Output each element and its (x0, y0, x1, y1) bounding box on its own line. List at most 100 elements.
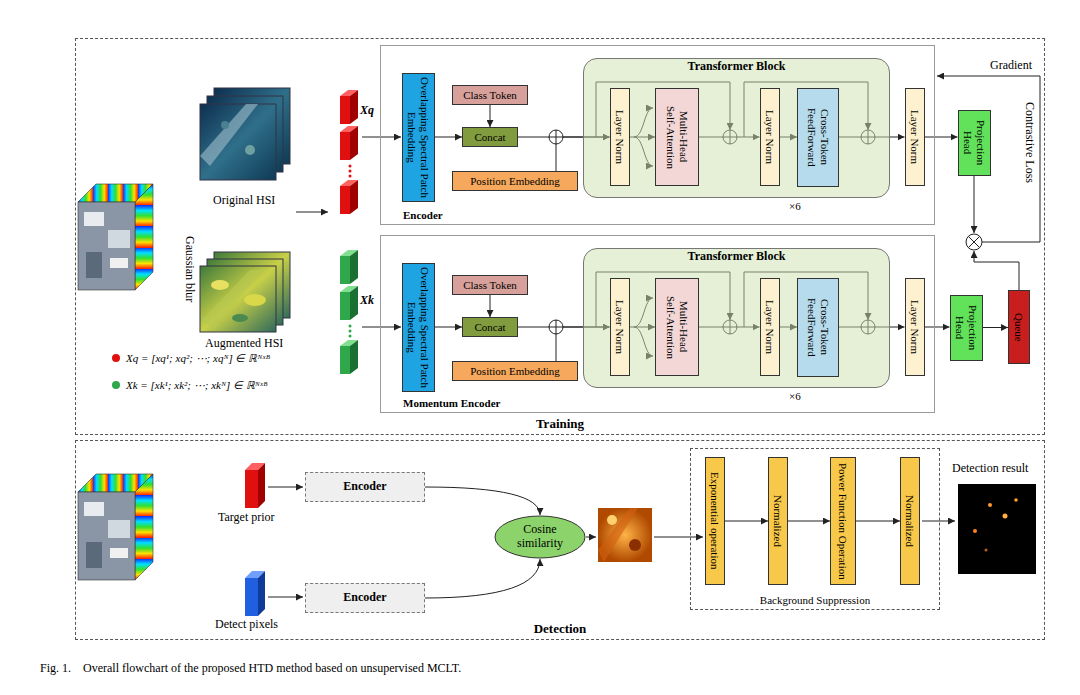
box-label: Encoder (403, 209, 443, 222)
figure-label: Contrastive Loss (1022, 102, 1036, 183)
embedding-box: Position Embedding (452, 171, 578, 191)
token-box: Class Token (452, 275, 528, 295)
figure-label: Gradient (990, 59, 1032, 73)
box-label: Power Function Operation (837, 463, 850, 580)
attention-box: Multi-Head Self-Attention (655, 88, 699, 186)
illustration-part (221, 121, 229, 129)
figure-label: Xk (360, 294, 374, 308)
illustration-part (974, 251, 1019, 290)
operation-box: Power Function Operation (830, 457, 856, 585)
embedding-box: Overlapping Spectral Patch Embedding (402, 263, 435, 392)
detection-map (958, 484, 1036, 574)
concat-box: Concat (462, 127, 518, 147)
illustration-part (362, 137, 401, 138)
box-label: Queue (1013, 313, 1026, 342)
illustration-part (973, 529, 977, 533)
box-label: Position Embedding (470, 365, 560, 378)
box-label: Multi-Head Self-Attention (664, 293, 689, 361)
concat-box: Concat (462, 317, 518, 337)
box-label: Position Embedding (470, 175, 560, 188)
illustration-part (245, 470, 258, 508)
illustration-part (974, 175, 975, 233)
figure-label: Xq (360, 104, 374, 118)
augmented-hsi-image (200, 252, 290, 332)
feedforward-box: Cross-Token FeedForward (797, 278, 839, 377)
illustration-part (340, 126, 358, 160)
similarity-ellipse: Cosine similarity (494, 515, 586, 559)
norm-box: Layer Norm (610, 278, 630, 376)
illustration-part (586, 537, 596, 538)
box-label: Momentum Encoder (403, 397, 500, 410)
illustration-part (607, 515, 617, 525)
box-label: Projection Head (961, 113, 986, 173)
illustration-part (966, 234, 982, 250)
illustration-part (258, 463, 265, 508)
box-label: Exponential operation (709, 472, 722, 569)
illustration-part (629, 539, 641, 551)
illustration-part (1003, 514, 1008, 519)
stage-region: DetectionEncoderEncoderCosine similarity… (75, 440, 1045, 640)
connector-arrow (425, 559, 540, 598)
box-label: Layer Norm (613, 110, 626, 164)
box-label: Layer Norm (908, 110, 921, 164)
box-label: Transformer Block (584, 250, 889, 264)
illustration-part (268, 487, 303, 488)
illustration-part (349, 335, 352, 338)
stage-region: TrainingEncoderOverlapping Spectral Patc… (75, 38, 1045, 435)
box-label: Transformer Block (584, 60, 889, 74)
box-label: Cross-Token FeedForward (805, 281, 830, 374)
embedding-box: Overlapping Spectral Patch Embedding (402, 73, 435, 202)
connector-arrow (725, 521, 768, 522)
original-hsi-image (200, 88, 290, 180)
hsi-cube (78, 184, 153, 290)
connector-arrow (856, 521, 900, 522)
figure-label: Detect pixels (215, 618, 278, 632)
box-label: Overlapping Spectral Patch Embedding (405, 76, 430, 199)
operation-box: Normalized (900, 457, 920, 585)
box-label: Class Token (463, 89, 517, 102)
illustration-part (340, 90, 358, 124)
illustration-part (245, 578, 258, 616)
box-label: Layer Norm (763, 110, 776, 164)
operation-box: Normalized (768, 457, 788, 585)
legend-swatch (112, 381, 120, 389)
multiply-symbol (966, 234, 982, 250)
illustration-part (985, 549, 988, 552)
box-label: Multi-Head Self-Attention (664, 103, 689, 171)
figure-label: ×6 (789, 390, 801, 403)
projection-box: Projection Head (950, 295, 983, 361)
illustration-part (258, 571, 265, 616)
norm-box: Layer Norm (905, 88, 925, 186)
legend-swatch (112, 354, 120, 362)
box-label: Layer Norm (908, 300, 921, 354)
illustration-part (349, 165, 352, 168)
illustration-part (349, 170, 352, 173)
operation-box: Exponential operation (705, 457, 725, 585)
box-label: Projection Head (953, 298, 978, 358)
illustration-part (598, 508, 638, 562)
transformer-block: Transformer BlockLayer Norm Multi-Head Se… (583, 58, 890, 198)
illustration-part (937, 76, 1040, 242)
figure-caption: Fig. 1. Overall flowchart of the propose… (40, 662, 461, 676)
prior-bars (245, 463, 265, 616)
illustration-part (362, 327, 401, 328)
illustration-part (349, 325, 352, 328)
illustration-part (988, 503, 992, 507)
box-label: Concat (474, 321, 505, 334)
norm-box: Layer Norm (760, 278, 780, 376)
illustration-part (200, 266, 276, 332)
illustration-part (340, 286, 358, 320)
illustration-part (598, 508, 652, 562)
box-label: Cosine similarity (505, 523, 575, 551)
projection-box: Projection Head (958, 110, 991, 176)
illustration-part (268, 597, 303, 598)
norm-box: Layer Norm (905, 278, 925, 376)
illustration-part (549, 320, 563, 334)
box-label: Encoder (343, 591, 386, 605)
figure-label: Augmented HSI (205, 337, 283, 351)
illustration-part (549, 130, 563, 144)
illustration-part (200, 104, 276, 180)
figure-label: ×6 (789, 200, 801, 213)
box-label: Class Token (463, 279, 517, 292)
connector-arrow (788, 521, 830, 522)
